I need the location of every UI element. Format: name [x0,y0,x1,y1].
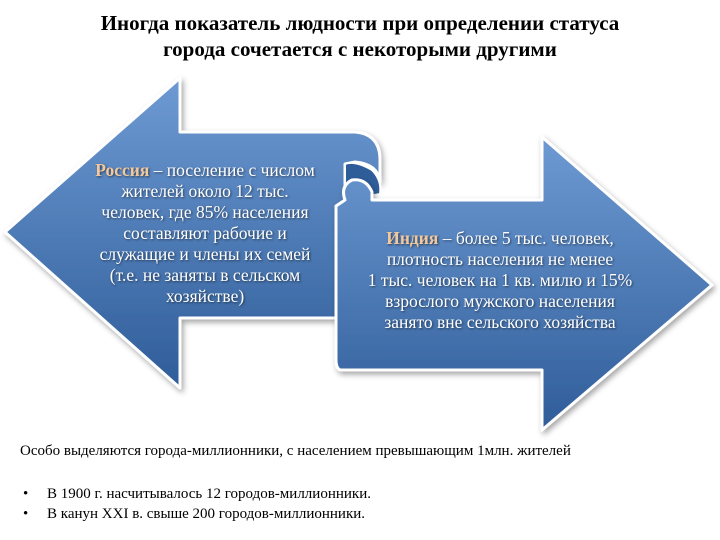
russia-text-line-3: человек, где 85% населения [101,202,309,222]
title-line-2: города сочетается с некоторыми другими [163,37,557,61]
russia-text-line-2: жителей около 12 тыс. [121,181,289,201]
slide-title: Иногда показатель людности при определен… [30,10,690,62]
russia-text-line-7: хозяйстве) [165,286,245,306]
india-text-line-4: взрослого мужского населения [385,291,615,311]
india-text-line-3: 1 тыс. человек на 1 кв. милю и 15% [367,270,633,290]
right-arrow-shape [334,135,714,432]
russia-text-line-4: составляют рабочие и [123,223,287,243]
bullet-icon: • [23,486,29,502]
russia-text-line-5: служащие и члены их семей [99,244,311,264]
bullet-item: • В 1900 г. насчитывалось 12 городов-мил… [20,484,371,504]
india-text-line-5: занято вне сельского хозяйства [384,312,616,332]
bullet-text: В 1900 г. насчитывалось 12 городов-милли… [47,486,371,502]
russia-definition: Россия – поселение с числом жителей окол… [65,160,345,307]
russia-text-line-6: (т.е. не заняты в сельском [109,265,301,285]
india-text-line-2: плотность населения не менее [386,249,614,269]
millionaire-cities-note: Особо выделяются города-миллионники, с н… [20,443,571,459]
russia-text-line-1: – поселение с числом [149,160,315,180]
india-label: Индия [386,228,439,248]
bullet-item: • В канун XXI в. свыше 200 городов-милли… [20,504,371,524]
bullet-text: В канун XXI в. свыше 200 городов-миллион… [47,506,366,522]
india-definition: Индия – более 5 тыс. человек, плотность … [340,228,660,333]
bullet-icon: • [23,506,29,522]
russia-label: Россия [95,160,150,180]
title-line-1: Иногда показатель людности при определен… [100,11,620,35]
india-text-line-1: – более 5 тыс. человек, [438,228,614,248]
bullet-list: • В 1900 г. насчитывалось 12 городов-мил… [20,484,371,524]
